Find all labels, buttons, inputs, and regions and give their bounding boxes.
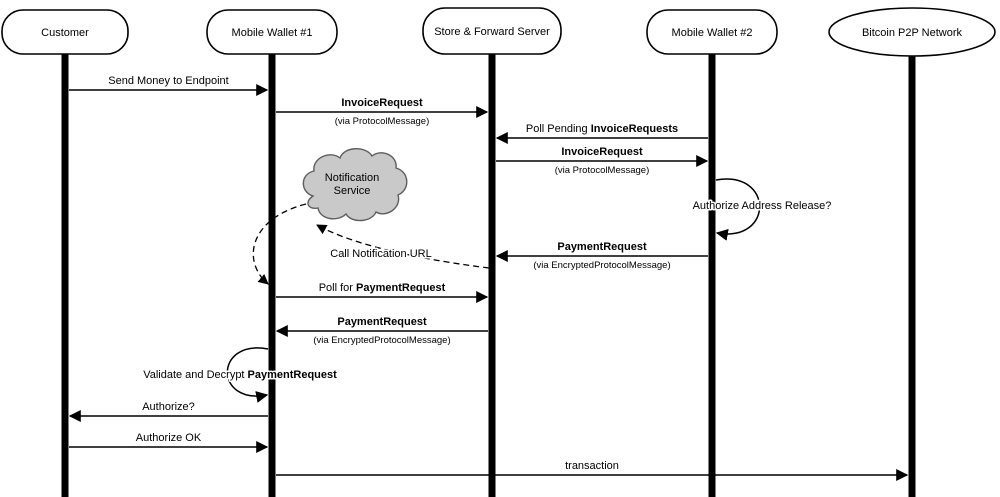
self-loop-arrow bbox=[226, 347, 269, 403]
message-poll-for-payment-request: Poll for PaymentRequest bbox=[276, 281, 489, 303]
dashed-arrow-call-notification-url: Call Notification URL bbox=[316, 224, 490, 269]
actor-label: Mobile Wallet #1 bbox=[232, 27, 313, 39]
message-payment-request-to-wallet1: PaymentRequest (via EncryptedProtocolMess… bbox=[275, 315, 488, 348]
dashed-arrow-notify-wallet1 bbox=[252, 203, 307, 285]
dashed-arrow-path bbox=[316, 224, 490, 269]
label-text: InvoiceRequest bbox=[561, 146, 643, 158]
actor-shape bbox=[1, 9, 129, 55]
message-payment-request-to-server: PaymentRequest (via EncryptedProtocolMess… bbox=[495, 240, 708, 273]
label-text: PaymentRequest bbox=[337, 316, 427, 328]
cloud-label-line: Service bbox=[334, 185, 371, 197]
message-poll-pending-invoice-requests: Poll Pending InvoiceRequests bbox=[495, 122, 708, 144]
message-invoice-request-to-server: InvoiceRequest (via ProtocolMessage) bbox=[276, 96, 489, 129]
actor-customer: Customer bbox=[1, 9, 129, 55]
dashed-arrow-path bbox=[252, 203, 307, 285]
message-subtitle: (via EncryptedProtocolMessage) bbox=[313, 335, 450, 346]
actor-label: Bitcoin P2P Network bbox=[862, 27, 963, 39]
message-authorize-ok: Authorize OK bbox=[69, 431, 269, 453]
lifeline-store-forward-server bbox=[488, 51, 496, 497]
message-send-money-to-endpoint: Send Money to Endpoint bbox=[69, 74, 269, 96]
label-text: Send Money to Endpoint bbox=[108, 75, 228, 87]
lifeline-mobile-wallet-1 bbox=[268, 51, 276, 497]
message-subtitle: (via ProtocolMessage) bbox=[555, 165, 650, 176]
actor-shape bbox=[206, 9, 338, 55]
actor-label: Mobile Wallet #2 bbox=[672, 27, 753, 39]
actor-bitcoin-p2p-network: Bitcoin P2P Network bbox=[828, 7, 996, 57]
dashed-arrow-label: Call Notification URL bbox=[330, 248, 431, 260]
self-loop-authorize-address-release: Authorize Address Release? bbox=[691, 178, 833, 241]
self-loop-validate-and-decrypt-payment-request: Validate and Decrypt PaymentRequest bbox=[142, 347, 339, 403]
label-text: Authorize Address Release? bbox=[693, 200, 832, 212]
lifeline-mobile-wallet-2 bbox=[708, 51, 716, 497]
actor-shape bbox=[828, 7, 996, 57]
label-text: Poll for PaymentRequest bbox=[319, 282, 446, 294]
actor-mobile-wallet-1: Mobile Wallet #1 bbox=[206, 9, 338, 55]
label-text: Poll Pending InvoiceRequests bbox=[526, 123, 678, 135]
actor-shape bbox=[646, 9, 778, 55]
actor-store-forward-server: Store & Forward Server bbox=[422, 7, 562, 55]
self-loop-arrow bbox=[715, 178, 761, 241]
message-subtitle: (via EncryptedProtocolMessage) bbox=[533, 260, 670, 271]
actor-label: Store & Forward Server bbox=[434, 26, 550, 38]
actor-label: Customer bbox=[41, 27, 89, 39]
label-text: Validate and Decrypt PaymentRequest bbox=[143, 369, 337, 381]
lifeline-customer bbox=[61, 51, 69, 497]
label-text: InvoiceRequest bbox=[341, 97, 423, 109]
cloud-icon bbox=[302, 148, 408, 222]
actor-shape bbox=[422, 7, 562, 55]
message-transaction: transaction bbox=[276, 459, 909, 481]
message-subtitle: (via ProtocolMessage) bbox=[335, 116, 430, 127]
message-authorize: Authorize? bbox=[68, 400, 268, 422]
message-invoice-request-to-wallet2: InvoiceRequest (via ProtocolMessage) bbox=[496, 145, 709, 178]
cloud-label-line: Notification bbox=[325, 172, 379, 184]
label-text: Authorize OK bbox=[136, 432, 202, 444]
label-text: Authorize? bbox=[142, 401, 195, 413]
label-text: transaction bbox=[565, 460, 619, 472]
lifeline-bitcoin-p2p-network bbox=[908, 53, 916, 497]
label-text: PaymentRequest bbox=[557, 241, 647, 253]
actor-mobile-wallet-2: Mobile Wallet #2 bbox=[646, 9, 778, 55]
